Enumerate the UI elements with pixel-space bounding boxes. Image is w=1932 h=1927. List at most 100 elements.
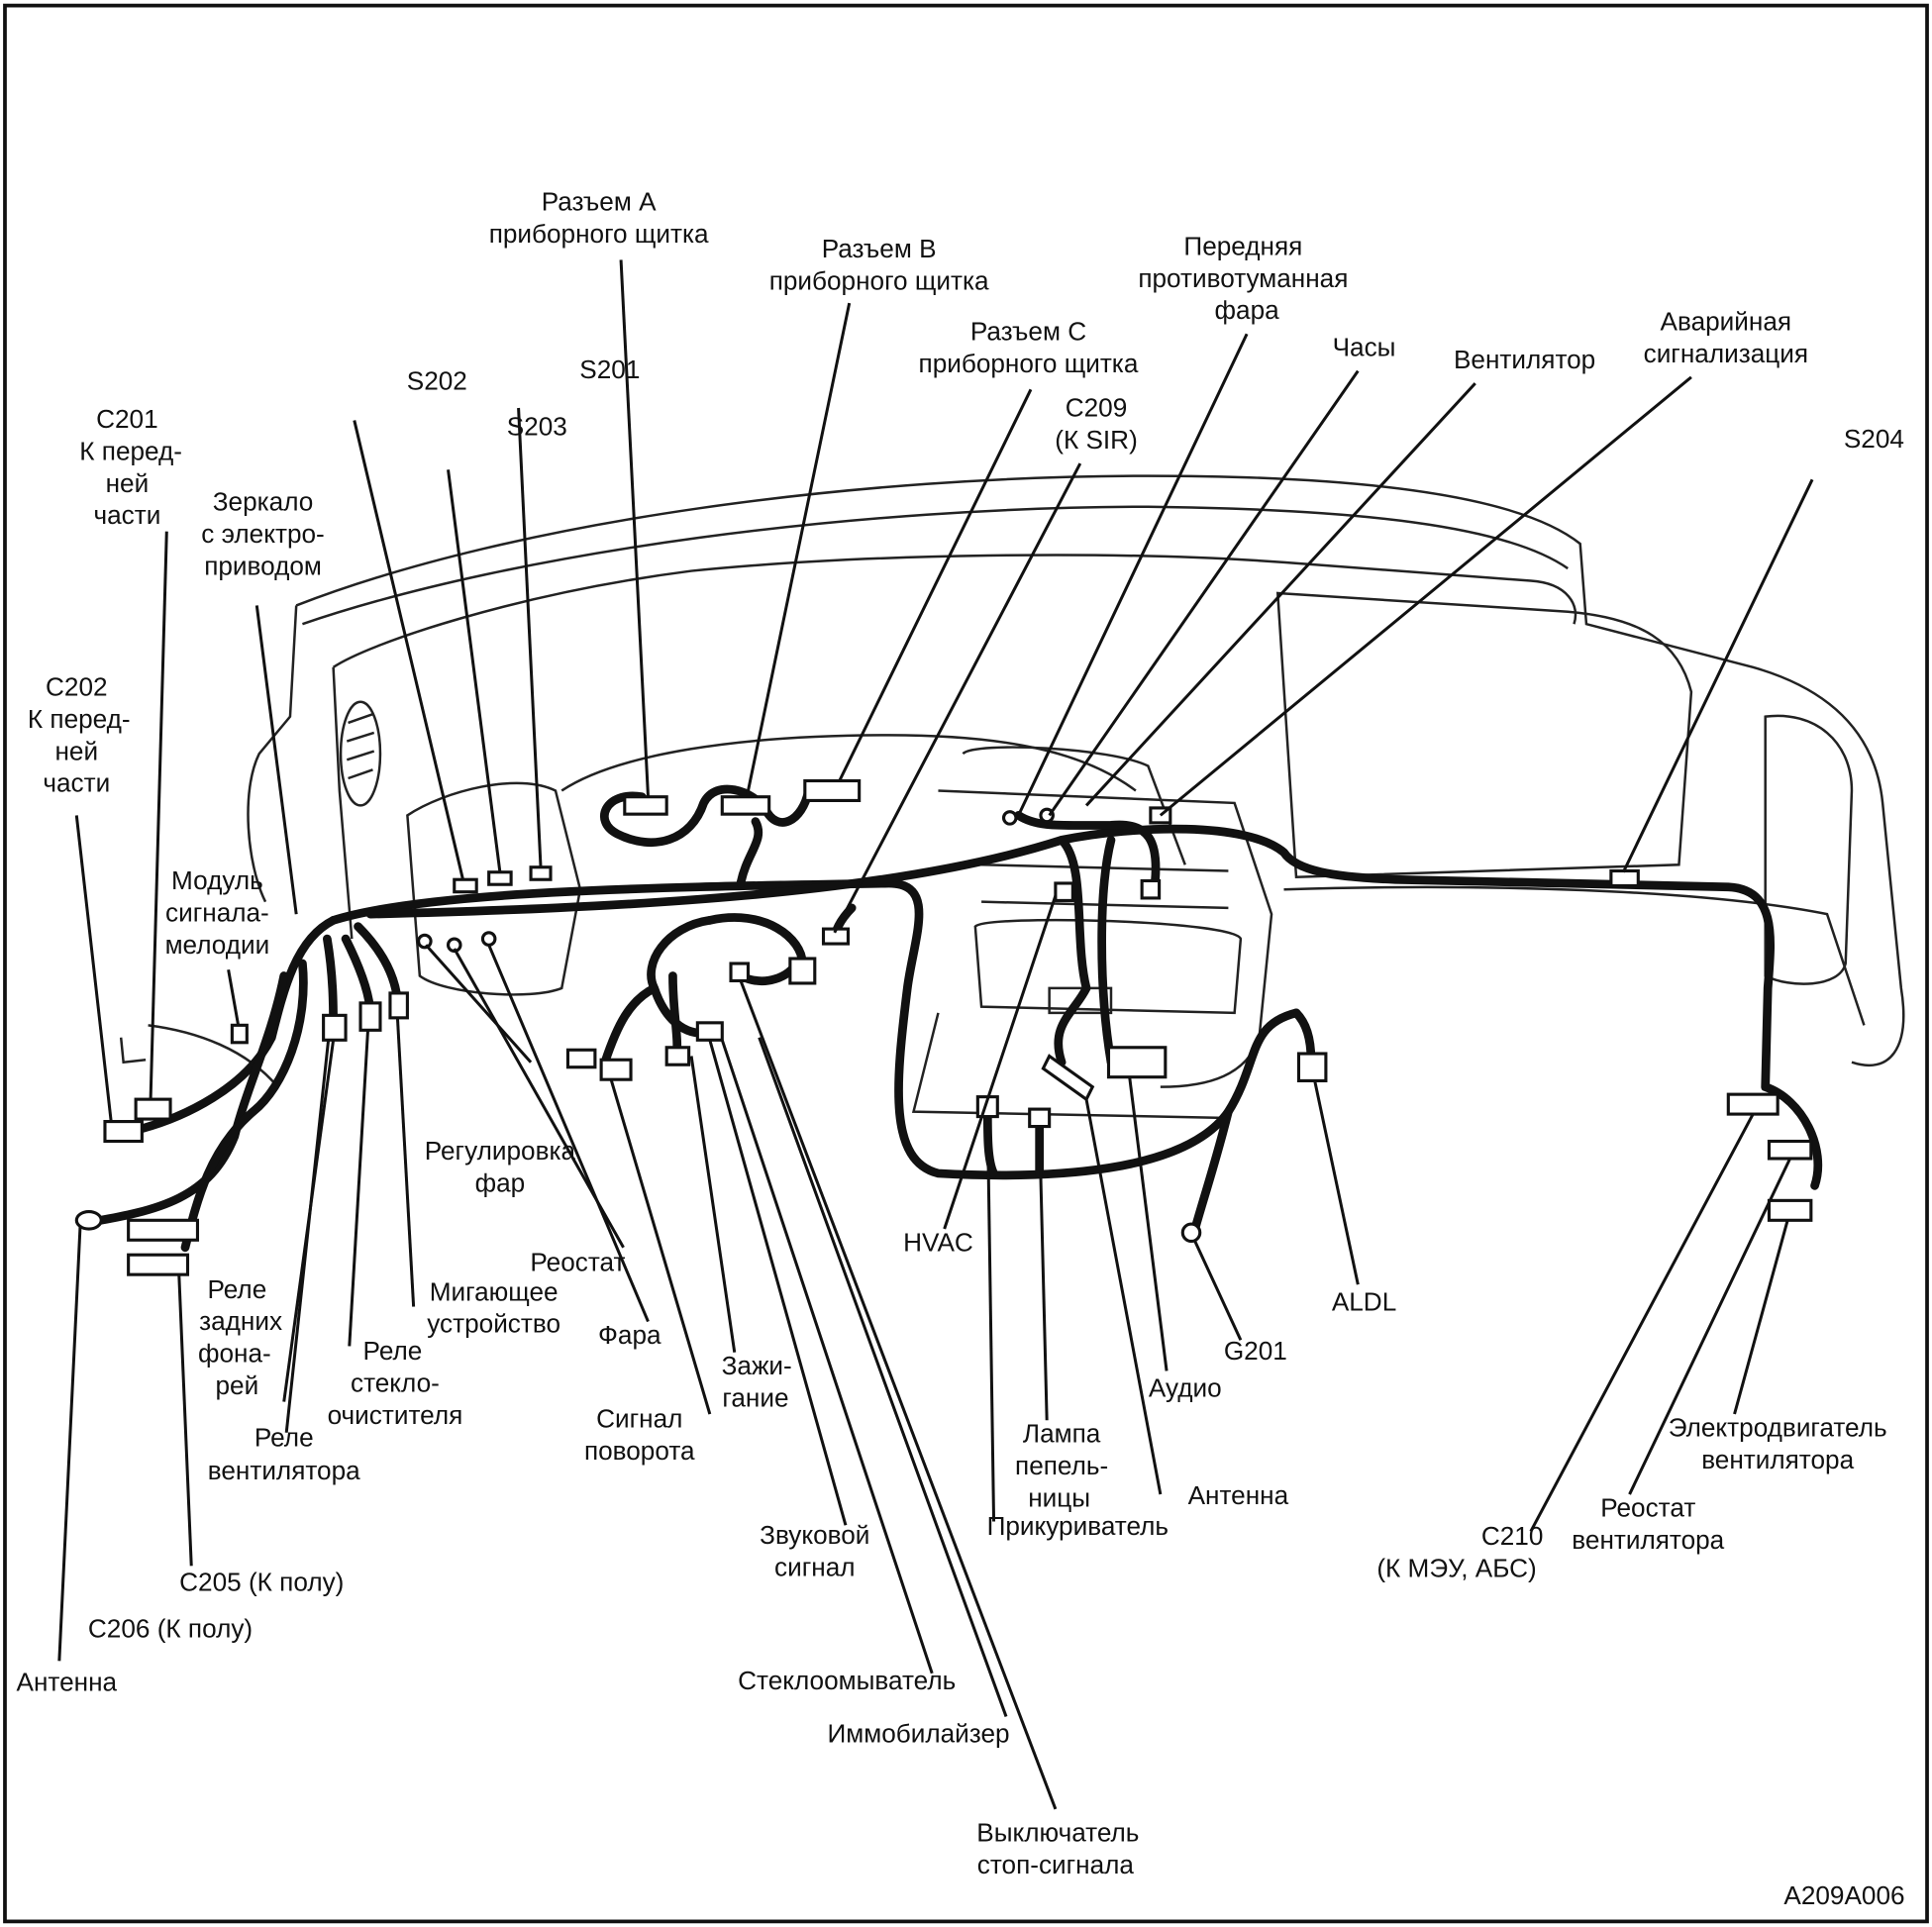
label-line: Реостат bbox=[1600, 1492, 1695, 1522]
label-line: Передняя bbox=[1183, 231, 1302, 260]
label-line: Зажи- bbox=[722, 1351, 792, 1380]
label-immobilizer: Иммобилайзер bbox=[827, 1719, 1009, 1749]
label-line: Регулировка bbox=[425, 1136, 576, 1166]
label-line: ней bbox=[54, 736, 98, 765]
label-line: C201 bbox=[96, 404, 158, 434]
label-line: Реле bbox=[363, 1336, 423, 1366]
label-c205: C205 (К полу) bbox=[179, 1567, 344, 1596]
label-line: Модуль bbox=[171, 865, 263, 895]
label-line: вентилятора bbox=[208, 1456, 360, 1485]
label-line: сигнала- bbox=[165, 898, 269, 928]
label-line: вентилятора bbox=[1572, 1525, 1724, 1555]
label-hazard: Аварийная сигнализация bbox=[1644, 306, 1808, 367]
label-line: очистителя bbox=[328, 1400, 463, 1430]
label-fog-lamp: Передняя противотуманная фара bbox=[1138, 231, 1348, 325]
label-line: Реле bbox=[254, 1422, 314, 1452]
label-line: поворота bbox=[584, 1436, 695, 1466]
label-hvac: HVAC bbox=[903, 1227, 973, 1257]
label-fan-relay: Реле вентилятора bbox=[208, 1422, 360, 1485]
label-line: с электро- bbox=[201, 519, 324, 549]
label-line: фара bbox=[1215, 295, 1280, 325]
label-g201: G201 bbox=[1224, 1336, 1287, 1366]
label-audio: Аудио bbox=[1149, 1373, 1222, 1403]
label-line: К перед- bbox=[79, 436, 182, 465]
label-line: сигнализация bbox=[1644, 339, 1808, 368]
label-line: стекло- bbox=[351, 1369, 440, 1398]
label-line: устройство bbox=[427, 1309, 560, 1339]
label-s202: S202 bbox=[407, 365, 467, 395]
label-line: приборного щитка bbox=[769, 265, 989, 295]
dashboard-outline bbox=[119, 474, 1905, 1120]
label-c202: C202 К перед- ней части bbox=[28, 671, 131, 797]
label-line: Разъем B bbox=[822, 234, 937, 263]
label-s204: S204 bbox=[1844, 424, 1904, 454]
label-line: приборного щитка bbox=[489, 219, 709, 249]
label-line: Выключатель bbox=[976, 1817, 1139, 1847]
label-c209: C209 (К SIR) bbox=[1055, 393, 1138, 455]
label-line: вентилятора bbox=[1701, 1445, 1854, 1474]
label-line: Мигающее bbox=[430, 1276, 559, 1306]
label-line: сигнал bbox=[774, 1552, 855, 1581]
label-fan: Вентилятор bbox=[1454, 345, 1595, 374]
label-line: К перед- bbox=[28, 704, 131, 734]
label-line: фона- bbox=[198, 1339, 271, 1369]
label-line: мелодии bbox=[165, 930, 270, 960]
label-lighter: Прикуриватель bbox=[987, 1511, 1169, 1541]
label-turn-signal: Сигнал поворота bbox=[584, 1404, 695, 1466]
label-aldl: ALDL bbox=[1332, 1286, 1396, 1316]
label-blower-rheostat: Реостат вентилятора bbox=[1572, 1492, 1724, 1554]
label-line: части bbox=[43, 768, 110, 798]
label-line: Сигнал bbox=[596, 1404, 682, 1434]
label-blower-motor: Электродвигатель вентилятора bbox=[1669, 1412, 1887, 1473]
label-mirror: Зеркало с электро- приводом bbox=[201, 486, 324, 580]
label-line: ницы bbox=[1028, 1483, 1090, 1513]
label-razem-a: Разъем A приборного щитка bbox=[489, 187, 709, 249]
label-wiper-relay: Реле стекло- очистителя bbox=[328, 1336, 463, 1430]
label-line: Разъем A bbox=[542, 187, 657, 217]
label-line: Зеркало bbox=[213, 486, 314, 516]
label-line: задних bbox=[199, 1306, 282, 1336]
connectors bbox=[74, 778, 1813, 1276]
label-headlamp: Фара bbox=[598, 1320, 661, 1350]
label-line: C209 bbox=[1066, 393, 1128, 423]
label-razem-b: Разъем B приборного щитка bbox=[769, 234, 989, 295]
leader-lines bbox=[57, 259, 1814, 1810]
label-horn: Звуковой сигнал bbox=[760, 1520, 869, 1581]
label-line: рей bbox=[215, 1370, 258, 1400]
label-line: пепель- bbox=[1015, 1451, 1108, 1480]
label-line: стоп-сигнала bbox=[977, 1850, 1135, 1879]
label-razem-c: Разъем C приборного щитка bbox=[919, 316, 1139, 377]
label-line: ней bbox=[106, 468, 150, 498]
label-line: противотуманная bbox=[1138, 263, 1348, 293]
label-ashtray-lamp: Лампа пепель- ницы bbox=[1015, 1419, 1108, 1513]
label-antenna-right: Антенна bbox=[1188, 1480, 1289, 1510]
label-line: Лампа bbox=[1023, 1419, 1101, 1449]
label-line: Реле bbox=[207, 1274, 266, 1304]
label-line: приборного щитка bbox=[919, 349, 1139, 378]
label-s203: S203 bbox=[507, 411, 567, 441]
label-flasher: Мигающее устройство bbox=[427, 1276, 560, 1338]
label-line: (К SIR) bbox=[1055, 425, 1138, 455]
label-line: фар bbox=[475, 1168, 526, 1198]
label-line: Электродвигатель bbox=[1669, 1412, 1887, 1442]
label-line: C202 bbox=[46, 671, 108, 701]
label-ignition: Зажи- гание bbox=[722, 1351, 792, 1412]
label-c206: C206 (К полу) bbox=[88, 1614, 253, 1644]
label-line: гание bbox=[722, 1383, 788, 1413]
label-rheostat: Реостат bbox=[530, 1247, 625, 1276]
label-headlamp-adjust: Регулировка фар bbox=[425, 1136, 576, 1197]
label-line: Аварийная bbox=[1661, 306, 1792, 336]
label-line: части bbox=[93, 500, 160, 530]
label-c201: C201 К перед- ней части bbox=[79, 404, 182, 530]
label-washer: Стеклоомыватель bbox=[738, 1666, 956, 1695]
figure-code: A209A006 bbox=[1783, 1880, 1904, 1910]
label-line: (К МЭУ, АБС) bbox=[1376, 1554, 1536, 1583]
label-c210: C210 (К МЭУ, АБС) bbox=[1376, 1521, 1543, 1582]
label-antenna-left: Антенна bbox=[17, 1667, 118, 1696]
label-brake-switch: Выключатель стоп-сигнала bbox=[976, 1817, 1139, 1878]
label-chime-module: Модуль сигнала- мелодии bbox=[165, 865, 270, 960]
label-line: Звуковой bbox=[760, 1520, 869, 1550]
label-line: приводом bbox=[204, 551, 322, 580]
label-s201: S201 bbox=[579, 355, 640, 384]
